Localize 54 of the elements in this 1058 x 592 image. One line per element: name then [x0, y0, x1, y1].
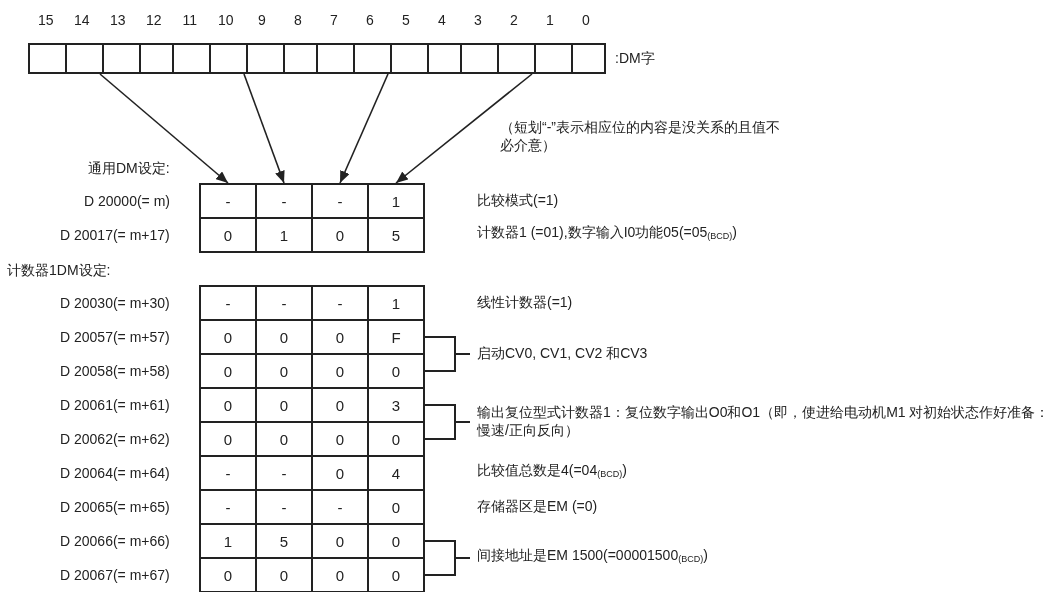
bit-number: 7 — [330, 11, 338, 29]
description-text: 间接地址是EM 1500(=00001500$_{(BCD)}$) — [477, 546, 709, 566]
description-text: 输出复位型式计数器1：复位数字输出O0和O1（即，使进给电动机M1 对初始状态作好准备：慢速/正向反向） — [477, 403, 1051, 439]
address-label: D 20058(= m+58) — [60, 362, 170, 380]
bit-number: 13 — [110, 11, 126, 29]
description-text: 存储器区是EM (=0) — [477, 497, 599, 515]
address-label: D 20057(= m+57) — [60, 328, 170, 346]
arrow — [99, 73, 229, 184]
bit-number: 5 — [402, 11, 410, 29]
arrow — [243, 73, 285, 184]
bit-number: 3 — [474, 11, 482, 29]
bit-number: 14 — [74, 11, 90, 29]
address-label: D 20061(= m+61) — [60, 396, 170, 414]
table-cell: 0 — [367, 557, 425, 592]
section-heading: 通用DM设定: — [88, 159, 170, 177]
bit-number: 6 — [366, 11, 374, 29]
description-text: 计数器1 (=01),数字输入I0功能05(=05$_{(BCD)}$) — [477, 223, 738, 243]
address-label: D 20000(= m) — [84, 192, 170, 210]
register-cells — [460, 43, 606, 74]
register-cells — [172, 43, 318, 74]
register-cells — [316, 43, 462, 74]
table-cell: 5 — [367, 217, 425, 253]
arrow — [395, 73, 533, 184]
table-cell: 1 — [367, 285, 425, 321]
address-label: D 20065(= m+65) — [60, 498, 170, 516]
table-cell: 1 — [367, 183, 425, 219]
bit-number: 0 — [582, 11, 590, 29]
address-label: D 20017(= m+17) — [60, 226, 170, 244]
address-label: D 20030(= m+30) — [60, 294, 170, 312]
table-cell: - — [199, 183, 257, 219]
bit-number: 12 — [146, 11, 162, 29]
bit-number: 9 — [258, 11, 266, 29]
bit-number: 4 — [438, 11, 446, 29]
bit-number: 2 — [510, 11, 518, 29]
arrow — [339, 73, 389, 184]
table-cell: 0 — [199, 217, 257, 253]
bit-number: 8 — [294, 11, 302, 29]
address-label: D 20067(= m+67) — [60, 566, 170, 584]
note-text: （短划“-”表示相应位的内容是没关系的且值不必介意） — [500, 118, 781, 154]
address-label: D 20064(= m+64) — [60, 464, 170, 482]
address-label: D 20062(= m+62) — [60, 430, 170, 448]
bit-number: 1 — [546, 11, 554, 29]
register-cells — [28, 43, 174, 74]
section-heading: 计数器1DM设定: — [7, 261, 111, 279]
table-cell: - — [199, 285, 257, 321]
table-cell: 0 — [199, 557, 257, 592]
bit-number: 15 — [38, 11, 54, 29]
description-text: 比较值总数是4(=04$_{(BCD)}$) — [477, 461, 628, 481]
description-text: 比较模式(=1) — [477, 191, 560, 209]
description-text: 启动CV0, CV1, CV2 和CV3 — [477, 344, 649, 362]
bit-number: 11 — [182, 11, 198, 29]
address-label: D 20066(= m+66) — [60, 532, 170, 550]
bit-number: 10 — [218, 11, 234, 29]
description-text: 线性计数器(=1) — [477, 293, 574, 311]
